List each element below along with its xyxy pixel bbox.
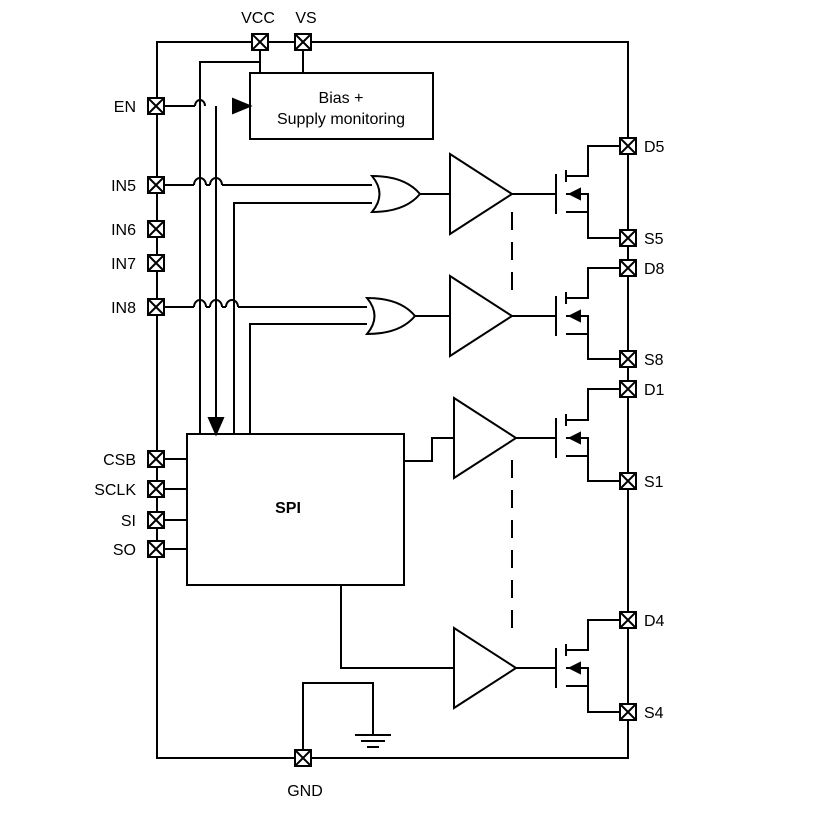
pin-in6	[147, 220, 165, 238]
pin-s8	[619, 350, 637, 368]
pin-label-si: SI	[121, 513, 136, 530]
bias-block-label-1: Bias +	[319, 90, 364, 107]
pin-label-sclk: SCLK	[94, 482, 136, 499]
pin-si	[147, 511, 165, 529]
or-gate-2	[364, 296, 417, 336]
pin-s4	[619, 703, 637, 721]
spi-block	[186, 433, 405, 586]
pin-label-in5: IN5	[111, 178, 136, 195]
pin-label-d4: D4	[644, 613, 665, 630]
pin-label-d5: D5	[644, 139, 665, 156]
mosfet-d8-s8	[555, 267, 620, 360]
package-outline	[156, 41, 629, 759]
pin-in7	[147, 254, 165, 272]
pin-d1	[619, 380, 637, 398]
pin-label-so: SO	[113, 542, 136, 559]
pin-d4	[619, 611, 637, 629]
driver-2	[449, 274, 514, 358]
mosfet-d4-s4	[555, 619, 620, 713]
driver-3	[453, 396, 518, 480]
pin-label-in8: IN8	[111, 300, 136, 317]
pin-label-s8: S8	[644, 352, 664, 369]
pin-vcc	[251, 33, 269, 51]
pin-in8	[147, 298, 165, 316]
mosfet-d5-s5	[555, 145, 620, 239]
pin-label-vs: VS	[295, 10, 316, 27]
driver-4	[453, 626, 518, 710]
pin-csb	[147, 450, 165, 468]
supply-wires	[199, 50, 304, 434]
pin-label-en: EN	[114, 99, 136, 116]
pin-s5	[619, 229, 637, 247]
pin-d5	[619, 137, 637, 155]
pin-label-d8: D8	[644, 261, 665, 278]
spi-block-label: SPI	[275, 500, 301, 517]
pin-en	[147, 97, 165, 115]
ground-symbol	[302, 682, 391, 750]
pin-label-d1: D1	[644, 382, 665, 399]
pin-sclk	[147, 480, 165, 498]
pin-label-gnd: GND	[287, 783, 323, 800]
pin-label-in6: IN6	[111, 222, 136, 239]
bias-block-label-2: Supply monitoring	[277, 111, 405, 128]
pin-label-s5: S5	[644, 231, 664, 248]
in5-wire	[164, 177, 372, 434]
pin-s1	[619, 472, 637, 490]
pin-label-vcc: VCC	[241, 10, 275, 27]
pin-so	[147, 540, 165, 558]
in8-wire	[164, 299, 367, 434]
pin-label-s4: S4	[644, 705, 664, 722]
pin-gnd	[294, 749, 312, 767]
mosfet-d1-s1	[555, 388, 620, 482]
or-gate-1	[369, 174, 422, 214]
driver-1	[449, 152, 514, 236]
pin-label-in7: IN7	[111, 256, 136, 273]
pin-d8	[619, 259, 637, 277]
pin-vs	[294, 33, 312, 51]
pin-in5	[147, 176, 165, 194]
pin-label-s1: S1	[644, 474, 664, 491]
en-wire	[164, 97, 253, 437]
pin-label-csb: CSB	[103, 452, 136, 469]
